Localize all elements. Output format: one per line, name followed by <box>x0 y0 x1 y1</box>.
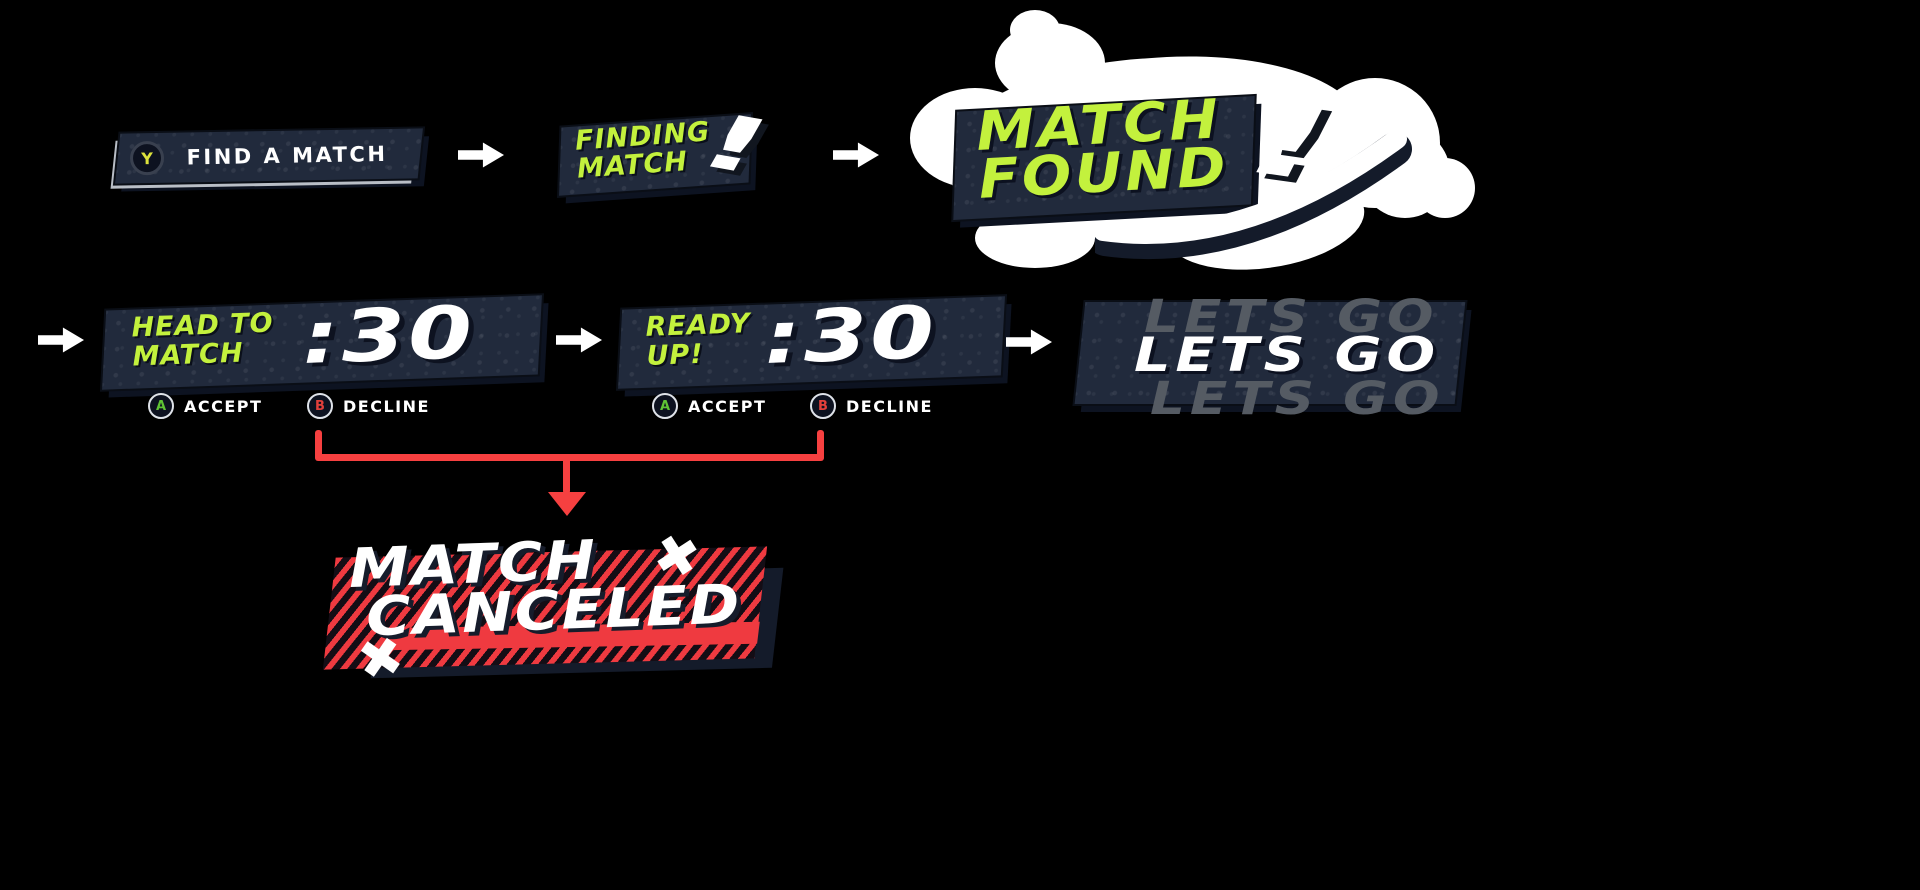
splatter-shape <box>1010 10 1060 50</box>
connector-line <box>817 430 824 460</box>
b-button-icon: B <box>307 393 333 419</box>
connector-line <box>315 430 322 460</box>
x-mark-icon: ✖ <box>352 623 409 694</box>
countdown-timer: :30 <box>762 289 939 380</box>
y-button-letter: Y <box>141 148 153 168</box>
a-button-letter: A <box>155 398 167 414</box>
lets-go-echo-bottom: LETS GO <box>1150 372 1445 425</box>
lets-go-main: LETS GO <box>1134 328 1441 383</box>
connector-line <box>563 454 570 494</box>
lets-go-banner: LETS GO LETS GO LETS GO <box>1072 288 1472 425</box>
head-to-match-line1: HEAD TO <box>130 307 275 344</box>
a-button-icon: A <box>652 393 678 419</box>
lets-go-echo-top: LETS GO <box>1144 290 1439 343</box>
match-canceled-banner: MATCH CANCELED ✖ ✖ <box>322 521 802 708</box>
accept-prompt[interactable]: A ACCEPT <box>148 393 262 419</box>
b-button-icon: B <box>810 393 836 419</box>
accept-prompt[interactable]: A ACCEPT <box>652 393 766 419</box>
decline-prompt[interactable]: B DECLINE <box>810 393 933 419</box>
decline-prompt[interactable]: B DECLINE <box>307 393 430 419</box>
head-to-match-line2: MATCH <box>132 337 245 373</box>
flow-arrow-icon <box>833 142 879 168</box>
accept-label: ACCEPT <box>184 396 263 416</box>
flow-arrow-icon <box>38 327 84 353</box>
finding-match-label: FINDING MATCH <box>574 116 713 184</box>
connector-arrowhead-icon <box>548 492 586 516</box>
flow-arrow-icon <box>458 142 504 168</box>
ready-up-line1: READY <box>644 308 752 343</box>
decline-label: DECLINE <box>343 396 430 416</box>
swoosh-icon <box>1095 129 1412 260</box>
exclamation-icon: ! <box>697 94 775 194</box>
countdown-timer: :30 <box>300 289 477 380</box>
splatter-shape <box>1415 158 1475 218</box>
find-match-label: FIND A MATCH <box>186 141 388 170</box>
ready-up-label: READY UP! <box>644 308 752 372</box>
a-button-letter: A <box>659 398 671 414</box>
find-match-button[interactable]: Y FIND A MATCH <box>118 128 421 183</box>
flow-arrow-icon <box>1006 329 1052 355</box>
splatter-shape <box>975 208 1095 268</box>
flow-arrow-icon <box>556 327 602 353</box>
ready-up-line2: UP! <box>645 338 705 372</box>
y-button-icon: Y <box>129 140 165 176</box>
accept-label: ACCEPT <box>688 396 767 416</box>
a-button-icon: A <box>148 393 174 419</box>
head-to-match-label: HEAD TO MATCH <box>130 307 275 373</box>
decline-label: DECLINE <box>846 396 933 416</box>
match-found-banner: MATCH FOUND ! <box>910 10 1475 282</box>
b-button-letter: B <box>818 398 828 414</box>
b-button-letter: B <box>315 398 325 414</box>
